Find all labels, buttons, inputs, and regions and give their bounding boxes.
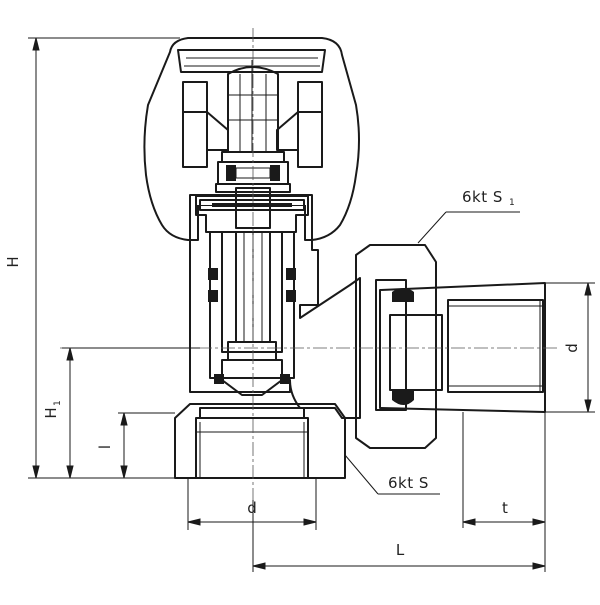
dim-d-bottom-label: d xyxy=(247,499,257,517)
dim-t-label: t xyxy=(502,499,508,517)
dim-h-label: H xyxy=(4,256,22,267)
hex-s-label: 6kt S xyxy=(388,474,429,492)
dim-h1-label: H xyxy=(42,407,60,418)
dim-l-label: l xyxy=(96,445,114,449)
dim-big-l-label: L xyxy=(396,541,405,559)
side-outlet xyxy=(355,244,546,449)
dimension-labels: H H 1 l d t L d 6kt S 1 6kt S xyxy=(4,188,581,559)
hex-s1-label: 6kt S xyxy=(462,188,503,206)
hex-s1-sub: 1 xyxy=(509,198,515,208)
valve-body xyxy=(174,187,361,479)
dim-h1-sub: 1 xyxy=(53,400,63,406)
dim-d-right-label: d xyxy=(563,343,581,353)
center-lines xyxy=(60,28,560,500)
dimensions xyxy=(28,37,595,572)
handwheel-cap xyxy=(143,37,360,241)
